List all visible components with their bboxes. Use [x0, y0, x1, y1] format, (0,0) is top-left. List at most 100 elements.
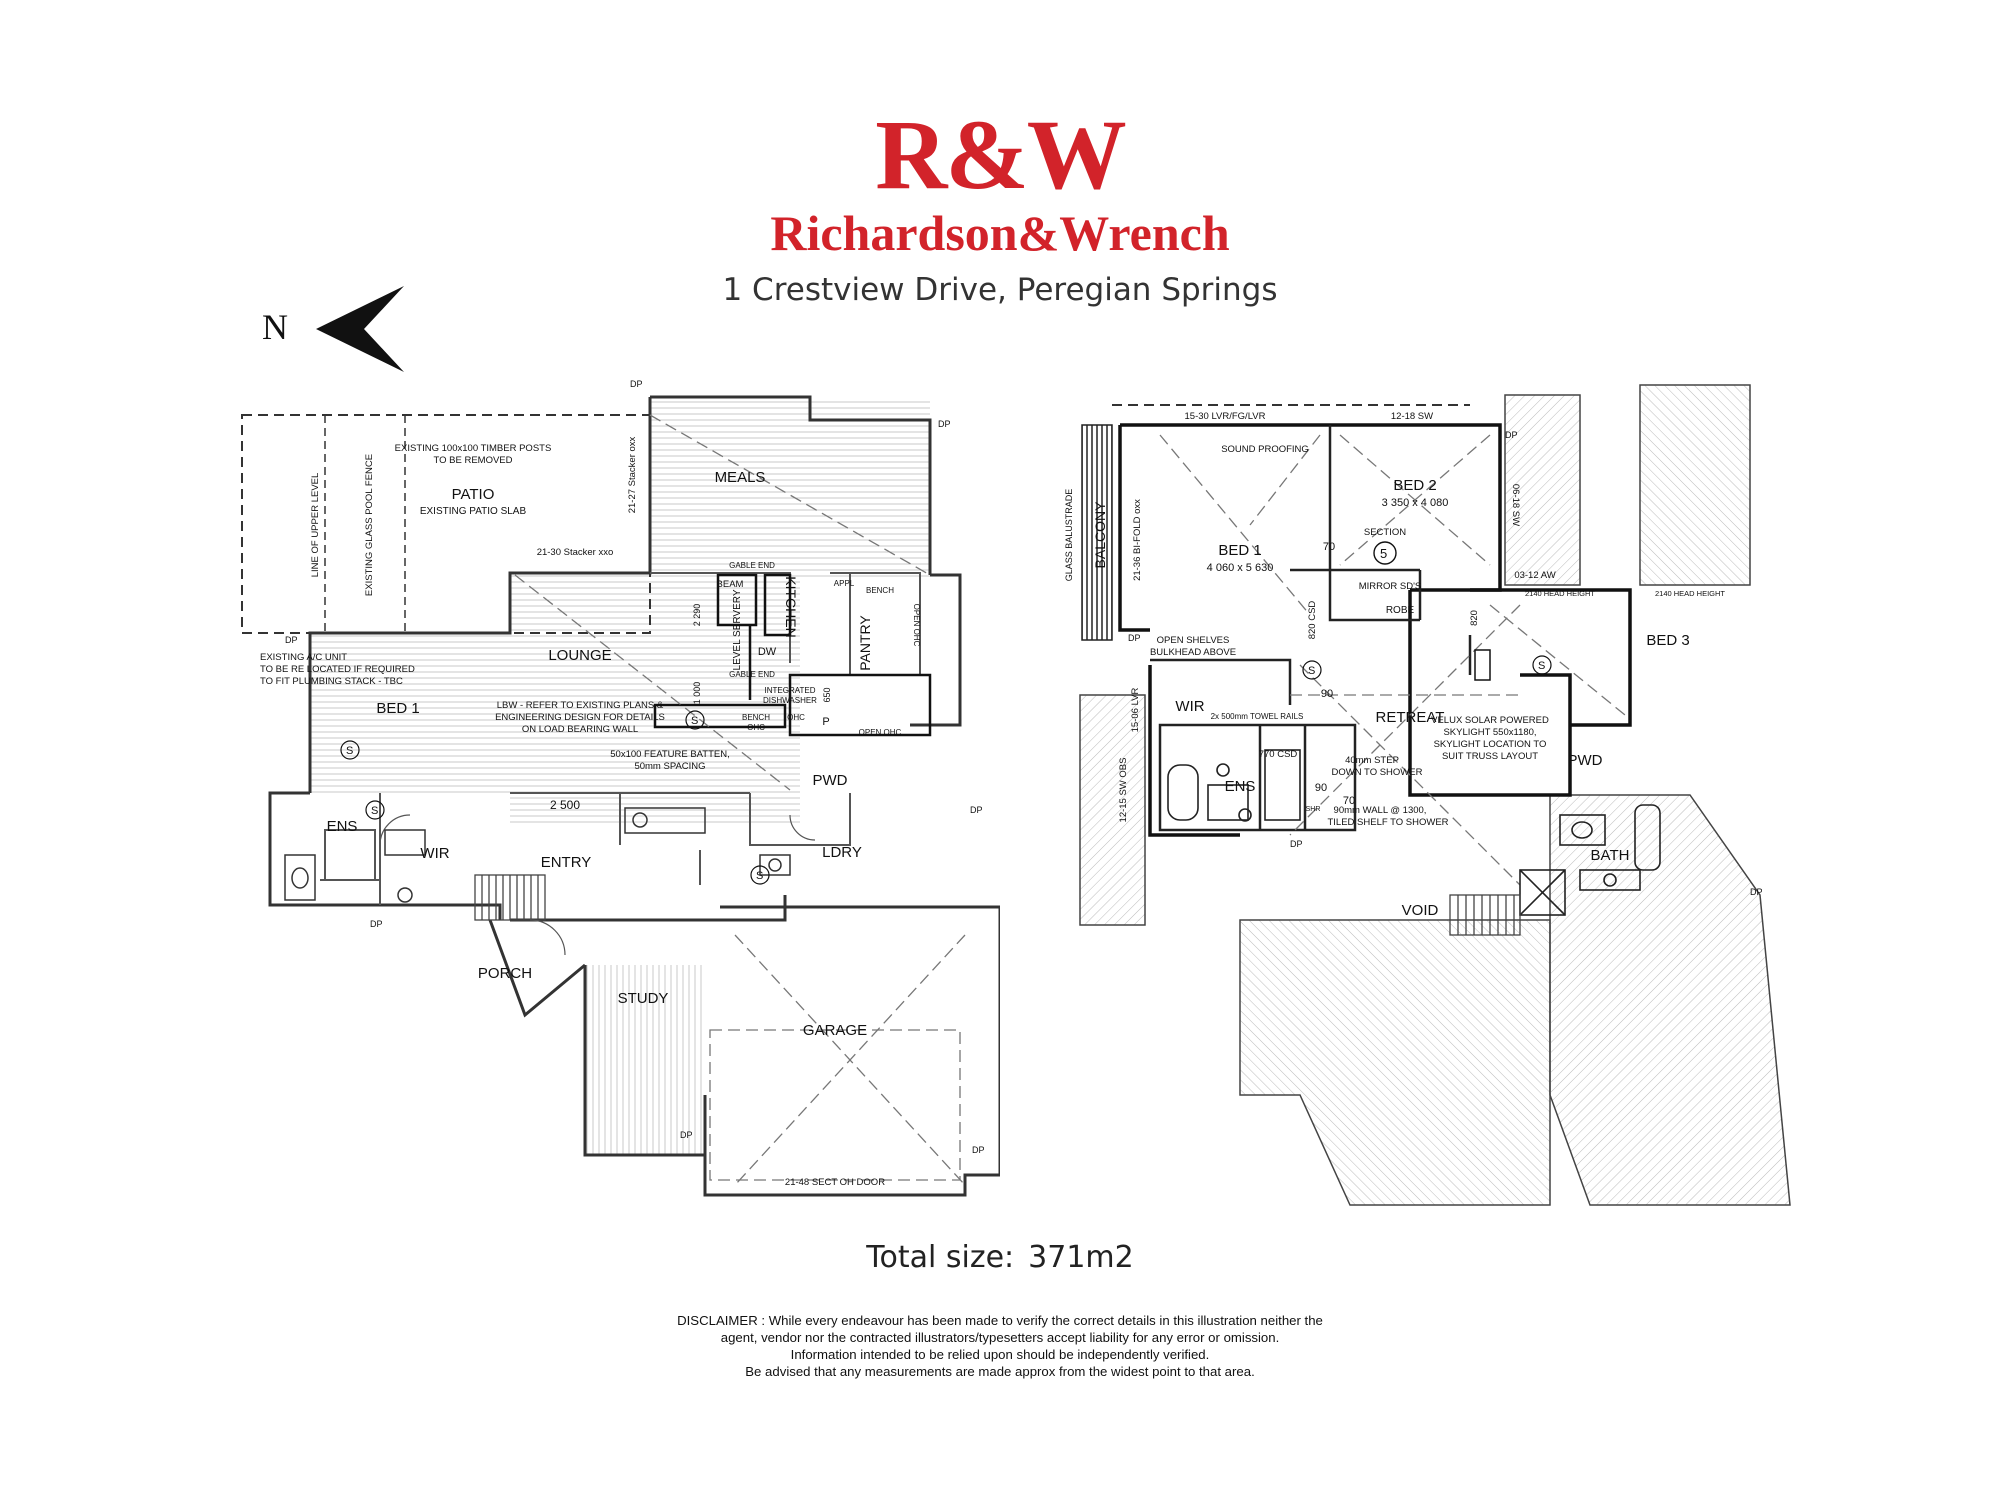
north-arrow-icon: [316, 286, 404, 372]
upper-note-lvr-15-06: 15-06 LVR: [1130, 688, 1141, 733]
room-study: STUDY: [618, 990, 669, 1007]
upper-dim-90a: 90: [1321, 688, 1333, 700]
room-meals: MEALS: [715, 469, 766, 486]
upper-note-sw-06-18: 06-18 SW: [1510, 484, 1521, 526]
upper-dim-70a: 70: [1323, 541, 1335, 553]
upper-room-balcony: BALCONY: [1092, 501, 1108, 569]
upper-note-wall-1: 90mm WALL @ 1300,: [1334, 805, 1427, 816]
downpipe-6: DP: [680, 1130, 693, 1140]
room-kitchen: KITCHEN: [783, 576, 799, 637]
upper-downpipe-1: DP: [1505, 430, 1518, 440]
note-batten-1: 50x100 FEATURE BATTEN,: [610, 749, 730, 760]
note-lbw-3: ON LOAD BEARING WALL: [522, 724, 638, 735]
room-porch: PORCH: [478, 965, 532, 982]
upper-note-head-2140-b: 2140 HEAD HEIGHT: [1655, 589, 1725, 598]
upper-note-bi-fold: 21-36 BI-FOLD oxx: [1132, 499, 1143, 581]
upper-dim-90b: 90: [1315, 782, 1327, 794]
brand-logo-mark: R&W: [875, 99, 1127, 210]
upper-note-mirror: MIRROR SD'S: [1359, 581, 1422, 592]
note-pool-fence: EXISTING GLASS POOL FENCE: [364, 454, 375, 596]
disclaimer-line-3: Information intended to be relied upon s…: [790, 1347, 1210, 1362]
downpipe-7: DP: [972, 1145, 985, 1155]
note-bench: BENCH: [866, 586, 894, 595]
note-beam: BEAM: [717, 579, 744, 590]
room-ldry: LDRY: [822, 844, 862, 861]
note-gable-end-2: GABLE END: [729, 670, 775, 679]
upper-downpipe-3: DP: [1290, 839, 1303, 849]
upper-note-head-2140: 2140 HEAD HEIGHT: [1525, 589, 1595, 598]
room-bed1: BED 1: [376, 700, 419, 717]
upper-note-aw-03-12: 03-12 AW: [1514, 570, 1555, 581]
upper-note-wall-2: TILED SHELF TO SHOWER: [1327, 817, 1448, 828]
upper-dim-820: 820: [1469, 610, 1480, 626]
upper-note-lvr: 15-30 LVR/FG/LVR: [1185, 411, 1266, 422]
ground-floor-plan: S S S S MEALS PATIO LOUNGE BED 1 ENS WIR…: [230, 375, 1002, 1215]
smoke-alarm-3: S: [371, 805, 378, 817]
total-size-label: Total size:: [866, 1240, 1015, 1275]
upper-dim-70b: 70: [1343, 795, 1355, 807]
note-integrated-1: INTEGRATED: [765, 686, 816, 695]
upper-note-step-1: 40mm STEP: [1345, 755, 1399, 766]
upper-note-sw-obs: 12-15 SW OBS: [1118, 758, 1129, 823]
brand-name: Richardson&Wrench: [770, 205, 1230, 261]
upper-bed1-size: 4 060 x 5 630: [1207, 562, 1274, 574]
upper-note-glass-balustrade: GLASS BALUSTRADE: [1064, 489, 1074, 582]
room-pwd: PWD: [813, 772, 848, 789]
upper-room-ens: ENS: [1225, 778, 1256, 795]
note-oh-door: 21-48 SECT OH DOOR: [785, 1177, 885, 1188]
smoke-alarm-2: S: [691, 715, 698, 727]
note-gable-end: GABLE END: [729, 561, 775, 570]
note-ac-2: TO BE RE LOCATED IF REQUIRED: [260, 664, 415, 675]
disclaimer: DISCLAIMER : While every endeavour has b…: [600, 1312, 1400, 1380]
north-label: N: [262, 307, 288, 347]
upper-room-pwd: PWD: [1568, 752, 1603, 769]
note-lbw-1: LBW - REFER TO EXISTING PLANS &: [497, 700, 664, 711]
room-patio: PATIO: [452, 486, 495, 503]
note-batten-2: 50mm SPACING: [634, 761, 705, 772]
note-open-ohc-2: OPEN OHC: [859, 728, 902, 737]
downpipe-1: DP: [630, 379, 643, 389]
note-ohc: OHC: [787, 713, 805, 722]
upper-room-robe: ROBE: [1386, 605, 1415, 616]
note-ac-1: EXISTING A/C UNIT: [260, 652, 347, 663]
note-appl: APPL: [834, 579, 855, 588]
upper-bed2-size: 3 350 x 4 080: [1382, 497, 1449, 509]
room-pantry: PANTRY: [857, 615, 873, 671]
note-bench-ohc-2: OHC: [747, 723, 765, 732]
downpipe-5: DP: [970, 805, 983, 815]
upper-room-void: VOID: [1402, 902, 1439, 919]
room-garage: GARAGE: [803, 1022, 867, 1039]
upper-note-sound-proofing: SOUND PROOFING: [1221, 444, 1309, 455]
upper-note-csd-820: 820 CSD: [1307, 601, 1318, 640]
smoke-alarm-4: S: [756, 870, 763, 882]
upper-note-csd-770: 770 CSD: [1259, 749, 1298, 760]
upper-room-wir: WIR: [1175, 698, 1204, 715]
upper-floor-plan: S S 5 BED 1 BED 2 BED 3 WIR ENS RETREAT …: [1050, 375, 1840, 1215]
upper-note-velux-1: VELUX SOLAR POWERED: [1431, 715, 1549, 726]
note-posts-1: EXISTING 100x100 TIMBER POSTS: [395, 443, 552, 454]
property-address: 1 Crestview Drive, Peregian Springs: [722, 272, 1278, 308]
dim-2290: 2 290: [692, 604, 702, 627]
upper-note-shr: SHR: [1306, 806, 1321, 813]
upper-note-towel-rails: 2x 500mm TOWEL RAILS: [1211, 712, 1304, 721]
downpipe-3: DP: [285, 635, 298, 645]
upper-room-bath: BATH: [1591, 847, 1630, 864]
upper-room-bed3: BED 3: [1646, 632, 1689, 649]
north-arrow: N: [262, 284, 422, 374]
upper-note-velux-3: SKYLIGHT LOCATION TO: [1434, 739, 1547, 750]
disclaimer-line-4: Be advised that any measurements are mad…: [745, 1364, 1255, 1379]
upper-room-bed2: BED 2: [1393, 477, 1436, 494]
upper-note-velux-4: SUIT TRUSS LAYOUT: [1442, 751, 1538, 762]
dim-2500: 2 500: [550, 798, 580, 812]
dim-650: 650: [822, 687, 832, 702]
upper-note-section: SECTION: [1364, 527, 1406, 538]
total-size-value: 371m2: [1028, 1240, 1134, 1275]
room-level-servery: LEVEL SERVERY: [732, 589, 743, 670]
note-lbw-2: ENGINEERING DESIGN FOR DETAILS: [495, 712, 665, 723]
upper-room-bed1: BED 1: [1218, 542, 1261, 559]
downpipe-2: DP: [938, 419, 951, 429]
upper-downpipe-4: DP: [1750, 887, 1763, 897]
section-number: 5: [1380, 546, 1387, 561]
note-posts-2: TO BE REMOVED: [433, 455, 512, 466]
upper-note-sw-12-18: 12-18 SW: [1391, 411, 1433, 422]
